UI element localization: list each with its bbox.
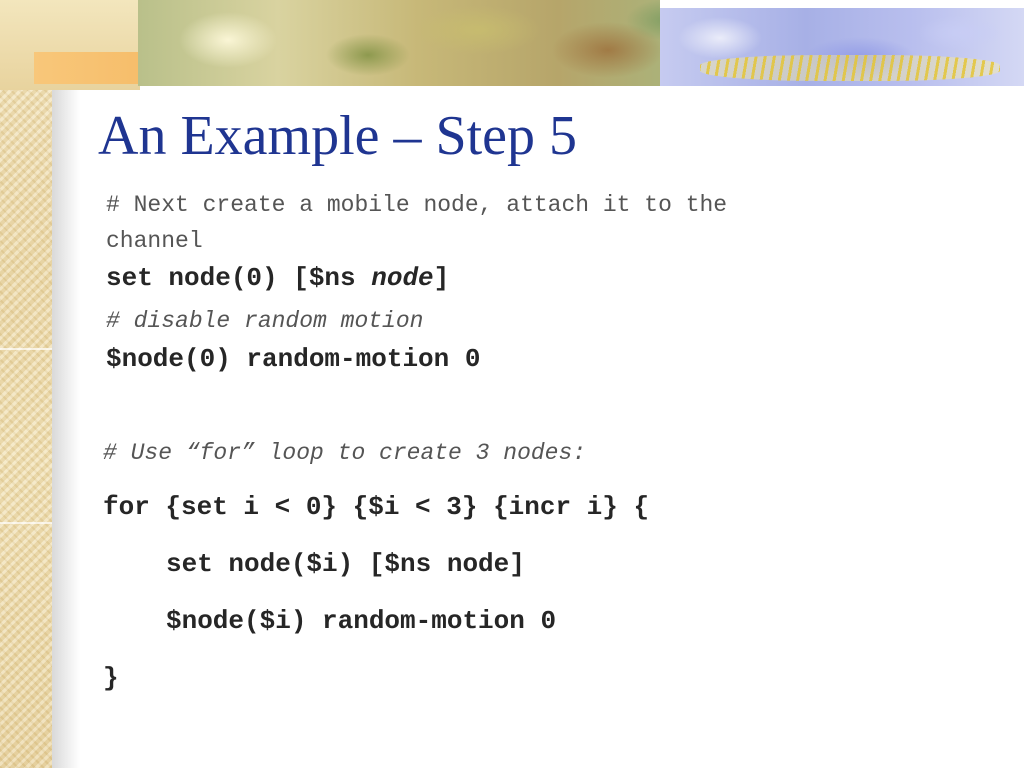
header-photo-collage	[0, 0, 1024, 90]
paper-seam	[0, 522, 52, 524]
code-for-line: for {set i < 0} {$i < 3} {incr i} {	[103, 492, 650, 522]
code-comment-for-loop: # Use “for” loop to create 3 nodes:	[103, 440, 587, 466]
code-random-motion-statement: $node(0) random-motion 0	[106, 344, 481, 374]
collage-leaves-photo	[138, 0, 698, 86]
code-comment-create-node-cont: channel	[106, 228, 203, 254]
code-set-node-suffix: ]	[433, 263, 450, 293]
collage-grass-strip	[700, 55, 1000, 81]
code-loop-body-set-node: set node($i) [$ns node]	[166, 549, 525, 579]
paper-seam	[0, 348, 52, 350]
code-set-node-italic: node	[371, 263, 434, 293]
code-set-node-prefix: set node(0) [$ns	[106, 263, 372, 293]
paper-texture-strip	[0, 0, 52, 768]
code-loop-body-random-motion: $node($i) random-motion 0	[166, 606, 557, 636]
code-closing-brace: }	[103, 663, 119, 693]
code-comment-create-node: # Next create a mobile node, attach it t…	[106, 192, 728, 218]
left-shadow-gradient	[52, 85, 80, 768]
slide-title: An Example – Step 5	[98, 105, 578, 167]
code-comment-disable-motion: # disable random motion	[106, 308, 424, 334]
collage-gap	[660, 0, 1024, 8]
code-set-node-statement: set node(0) [$ns node]	[106, 263, 449, 293]
